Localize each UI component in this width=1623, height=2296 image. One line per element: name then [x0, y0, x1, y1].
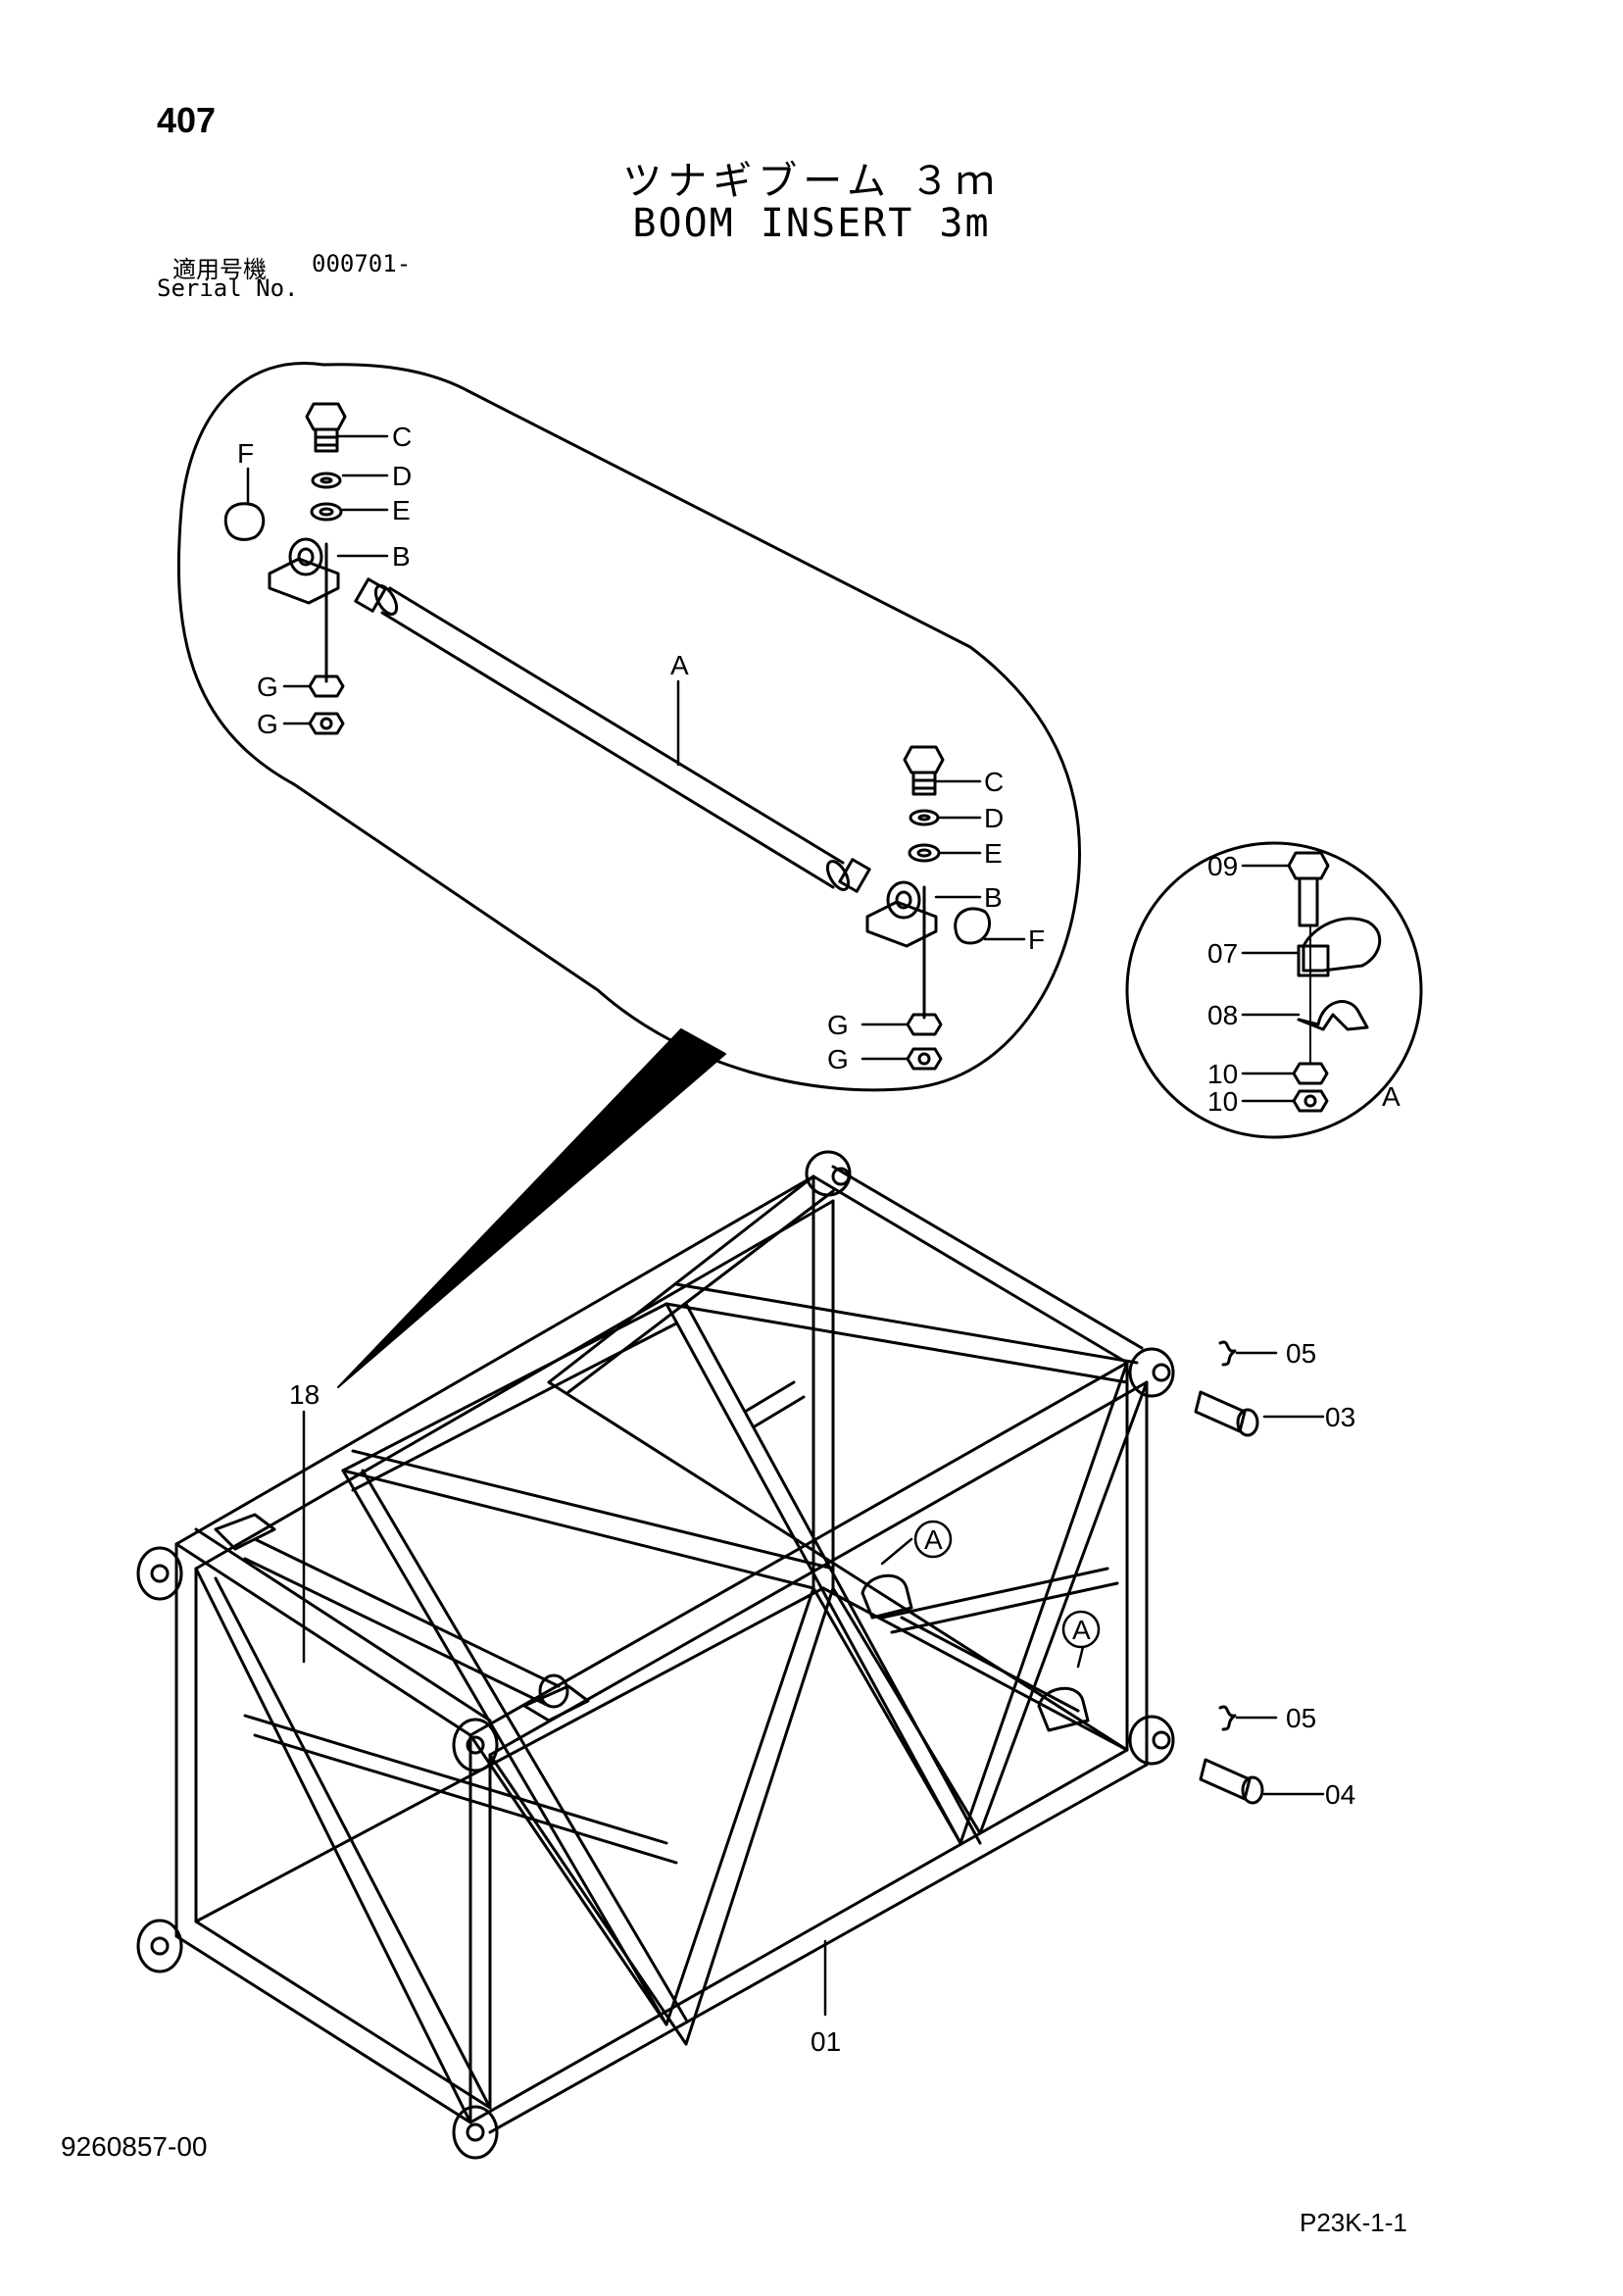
callout-A-shaft: A [670, 650, 689, 680]
callout-18: 18 [289, 1379, 320, 1410]
serial-value: 000701- [312, 250, 412, 277]
callout-C-lower: C [984, 767, 1004, 797]
page-number: 407 [157, 100, 217, 140]
callout-C-upper: C [392, 422, 412, 452]
callout-05-lower: 05 [1286, 1703, 1316, 1733]
callout-05-upper: 05 [1286, 1338, 1316, 1369]
frame-leaders [302, 1351, 1325, 2017]
bubble-labels: C D E B F G G A C D E B F G G [237, 422, 1045, 1074]
callout-D-lower: D [984, 803, 1004, 833]
callout-E-upper: E [392, 495, 411, 525]
detail-circle-A [1125, 841, 1423, 1139]
callout-G-lower-1: G [827, 1010, 849, 1040]
serial-label-english: Serial No. [157, 275, 299, 302]
callout-07: 07 [1207, 938, 1238, 969]
callout-04: 04 [1325, 1779, 1355, 1810]
callout-09: 09 [1207, 851, 1238, 881]
callout-A-frame-2: A [1072, 1615, 1091, 1645]
callout-08: 08 [1207, 1000, 1238, 1030]
boom-frame [136, 1150, 1264, 2160]
bearing-group-lower [865, 745, 991, 1071]
callout-F-lower: F [1028, 924, 1045, 955]
page-code: P23K-1-1 [1300, 2208, 1407, 2237]
callout-G-upper-1: G [257, 672, 278, 702]
callout-A-frame-1: A [924, 1524, 943, 1555]
callout-10-1: 10 [1207, 1059, 1238, 1089]
serial-label-japanese: 適用号機 [172, 256, 267, 283]
callout-G-upper-2: G [257, 709, 278, 739]
callout-B-lower: B [984, 882, 1003, 913]
detail-bubble [176, 362, 1081, 1388]
bubble-leaders [246, 434, 1026, 1061]
title-english: BOOM INSERT 3m [632, 201, 991, 246]
detail-circle-leaders [1241, 864, 1301, 1103]
document-number: 9260857-00 [61, 2131, 208, 2162]
callout-10-2: 10 [1207, 1086, 1238, 1117]
shaft-part-A [354, 577, 871, 893]
detail-circle-labels: 09 07 08 10 10 A [1207, 851, 1401, 1117]
callout-E-lower: E [984, 838, 1003, 869]
callout-D-upper: D [392, 461, 412, 491]
frame-labels: 18 01 05 03 05 04 A A [289, 1338, 1355, 2057]
callout-G-lower-2: G [827, 1044, 849, 1074]
callout-01: 01 [811, 2026, 841, 2057]
title-japanese: ツナギブーム ３ｍ [622, 159, 1001, 204]
callout-A-circle: A [1382, 1081, 1401, 1112]
callout-B-upper: B [392, 541, 411, 572]
callout-F-upper: F [237, 438, 254, 469]
callout-03: 03 [1325, 1402, 1355, 1432]
